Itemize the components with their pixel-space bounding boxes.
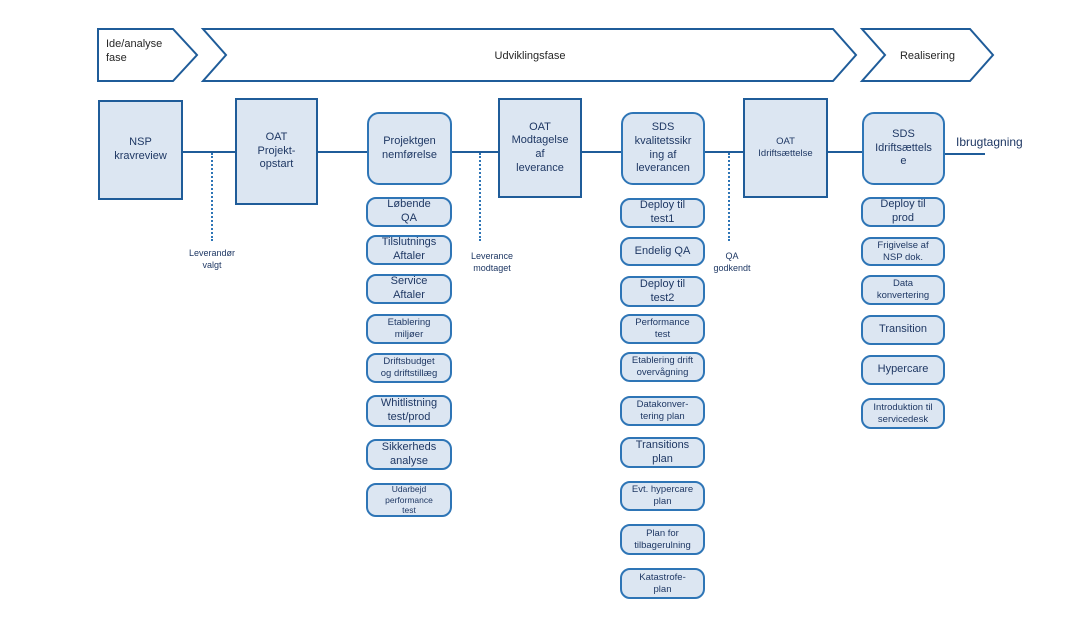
phase-arrow-shape [97,28,199,82]
task-datakonvertering: Data konvertering [861,275,945,305]
end-label-ibrugtagning: Ibrugtagning [956,135,1023,149]
task-katastrofeplan: Katastrofe- plan [620,568,705,599]
connector-line [452,151,498,153]
phase-label-ide-analyse: Ide/analyse fase [106,38,163,65]
node-sds-kvalitetssikring: SDS kvalitetssikr ing af leverancen [621,112,705,185]
phase-label-udviklingsfase: Udviklingsfase [494,50,566,62]
task-deploy-test1: Deploy til test1 [620,198,705,228]
connector-line [183,151,235,153]
milestone-dotted-line [728,153,730,241]
task-whitlistning: Whitlistning test/prod [366,395,452,427]
task-udarbejd-performance-test: Udarbejd performance test [366,483,452,517]
task-driftsbudget: Driftsbudget og driftstillæg [366,353,452,383]
milestone-dotted-line [211,153,213,241]
milestone-dotted-line [479,153,481,241]
task-performance-test: Performance test [620,314,705,344]
task-endelig-qa: Endelig QA [620,237,705,266]
phase-arrow-shape [200,28,858,82]
milestone-label-leverance-modtaget: Leverance modtaget [470,251,514,274]
task-deploy-test2: Deploy til test2 [620,276,705,307]
node-oat-projektopstart: OAT Projekt- opstart [235,98,318,205]
task-hypercare-plan: Evt. hypercare plan [620,481,705,511]
task-deploy-prod: Deploy til prod [861,197,945,227]
connector-line [705,151,743,153]
phase-label-realisering: Realisering [899,50,956,62]
task-hypercare: Hypercare [861,355,945,385]
task-plan-tilbagerulning: Plan for tilbagerulning [620,524,705,555]
task-transition: Transition [861,315,945,345]
milestone-label-leverandor-valgt: Leverandør valgt [188,248,236,271]
node-oat-modtagelse: OAT Modtagelse af leverance [498,98,582,198]
connector-line [828,151,862,153]
node-nsp-kravreview: NSP kravreview [98,100,183,200]
node-sds-idriftsaettelse: SDS Idriftsættels e [862,112,945,185]
task-service-aftaler: Service Aftaler [366,274,452,304]
node-projektgennemforelse: Projektgen nemførelse [367,112,452,185]
task-lobende-qa: Løbende QA [366,197,452,227]
task-etablering-miljoer: Etablering miljøer [366,314,452,344]
task-transitionsplan: Transitions plan [620,437,705,468]
phase-arrow-shape [859,28,995,82]
milestone-label-qa-godkendt: QA godkendt [713,251,751,274]
task-frigivelse-nsp-dok: Frigivelse af NSP dok. [861,237,945,266]
task-datakonvertering-plan: Datakonver- tering plan [620,396,705,426]
node-oat-idriftsaettelse: OAT Idriftsættelse [743,98,828,198]
task-introduktion-servicedesk: Introduktion til servicedesk [861,398,945,429]
connector-line-ibrugtagning [945,153,985,155]
phase-arrow-realisering [859,28,995,82]
connector-line [582,151,621,153]
phase-arrow-udviklingsfase [200,28,858,82]
task-etablering-drift-overvaagning: Etablering drift overvågning [620,352,705,382]
connector-line [318,151,367,153]
phase-arrow-ide-analyse [97,28,199,82]
task-sikkerhedsanalyse: Sikkerheds analyse [366,439,452,470]
task-tilslutnings-aftaler: Tilslutnings Aftaler [366,235,452,265]
